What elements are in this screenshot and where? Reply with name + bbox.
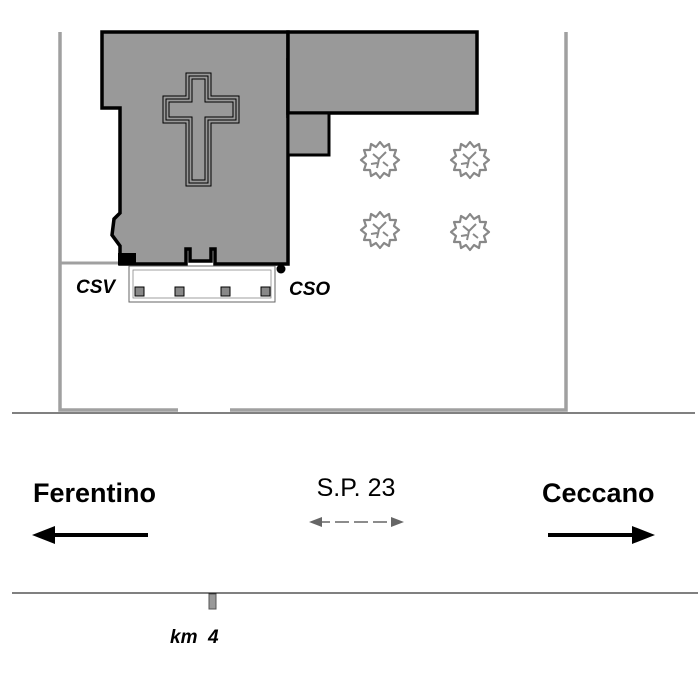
milestone-marker (208, 593, 217, 610)
milestone-label: km 4 (170, 627, 219, 648)
property-wall (58, 32, 568, 412)
two-way-arrow-icon (309, 517, 404, 527)
corner-label-east: CSO (289, 279, 330, 300)
corner-marker-west (118, 253, 136, 265)
tree-icon (359, 210, 401, 250)
tree-icon (359, 140, 401, 180)
latin-cross-icon (162, 72, 240, 187)
arrow-right-icon (548, 526, 655, 544)
corner-label-west: CSV (76, 277, 116, 298)
portico (128, 265, 276, 303)
portico-column (220, 286, 231, 297)
portico-column (134, 286, 145, 297)
corner-marker-east (276, 264, 286, 274)
tree-icon (449, 212, 491, 252)
church-building (100, 30, 290, 266)
portico-column (174, 286, 185, 297)
destination-east: Ceccano (542, 478, 655, 508)
portico-column (260, 286, 271, 297)
annex-building (286, 30, 479, 157)
tree-icon (449, 140, 491, 180)
road-name: S.P. 23 (317, 474, 396, 502)
destination-west: Ferentino (33, 478, 156, 508)
arrow-left-icon (32, 526, 148, 544)
